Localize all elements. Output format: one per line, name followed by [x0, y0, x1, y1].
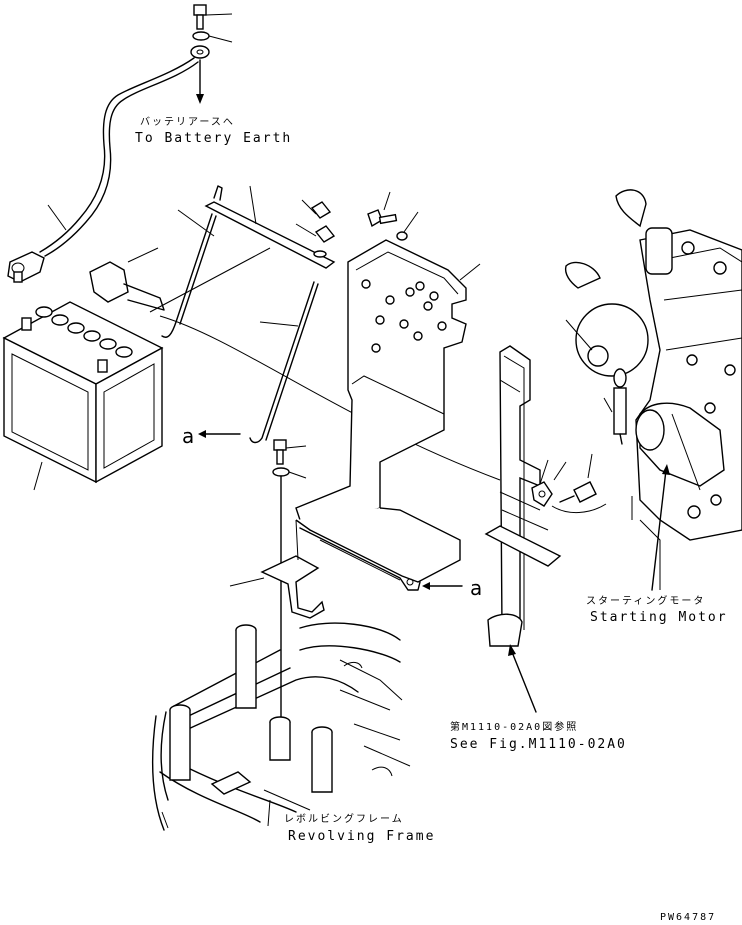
- starting-motor-label-en: Starting Motor: [590, 610, 728, 625]
- battery-earth-label-jp: バッテリアースへ: [140, 116, 235, 128]
- revolving-frame: [152, 622, 411, 831]
- starting-motor-label-jp: スターティングモータ: [586, 594, 705, 607]
- battery-tray: [295, 507, 461, 591]
- battery: [2, 301, 164, 491]
- earth-bolt: [193, 4, 233, 30]
- leader-line: [149, 247, 271, 313]
- cable-to-motor: [551, 503, 607, 513]
- revolving-frame-label-jp: レボルビングフレーム: [284, 812, 404, 825]
- tray-mount-bolt: [272, 439, 307, 721]
- earth-cable: [39, 57, 199, 257]
- drawing-code: PW64787: [660, 912, 716, 923]
- revolving-frame-label-en: Revolving Frame: [288, 829, 435, 844]
- positive-post: [97, 359, 108, 373]
- battery-earth-label-en: To Battery Earth: [135, 131, 292, 146]
- battery-terminal-clamp: [7, 251, 45, 283]
- frame-column: [269, 716, 291, 761]
- positive-terminal-cover: [89, 247, 165, 311]
- starting-motor: [635, 402, 725, 491]
- battery-bracket-plate: [295, 239, 467, 531]
- bracket-bolt: [367, 191, 398, 228]
- see-fig-arrow: [508, 644, 537, 713]
- hold-down-rod-left: [161, 213, 217, 338]
- starting-motor-arrow: [651, 464, 670, 591]
- ref-a-left: a: [182, 424, 194, 448]
- support-post: [484, 345, 562, 647]
- battery-hold-bar: [177, 185, 336, 269]
- frame-column: [235, 624, 257, 709]
- earth-cable-terminal: [190, 45, 210, 59]
- hold-down-nuts: [295, 199, 336, 258]
- see-fig-label-en: See Fig.M1110-02A0: [450, 737, 627, 752]
- bracket-washer: [396, 211, 419, 241]
- negative-post: [21, 317, 32, 331]
- see-fig-label-jp: 第M1110-02A0図参照: [450, 720, 578, 733]
- leader-bracket: [459, 263, 481, 281]
- engine-block: [564, 189, 742, 590]
- frame-column: [169, 704, 191, 781]
- earth-washer: [192, 31, 233, 43]
- ref-arrow-a-left: [198, 430, 241, 438]
- battery-caps: [35, 306, 133, 358]
- battery-earth-arrow: [196, 59, 204, 104]
- frame-column: [311, 726, 333, 793]
- motor-terminal-cable: [565, 319, 627, 445]
- ref-arrow-a-right: [422, 582, 463, 590]
- tray-stay: [229, 519, 325, 619]
- ref-a-right: a: [470, 576, 482, 600]
- post-bolt: [559, 453, 597, 503]
- positive-cable-route: [159, 315, 501, 481]
- post-clamp: [531, 459, 567, 507]
- hold-down-rod-right: [249, 281, 319, 444]
